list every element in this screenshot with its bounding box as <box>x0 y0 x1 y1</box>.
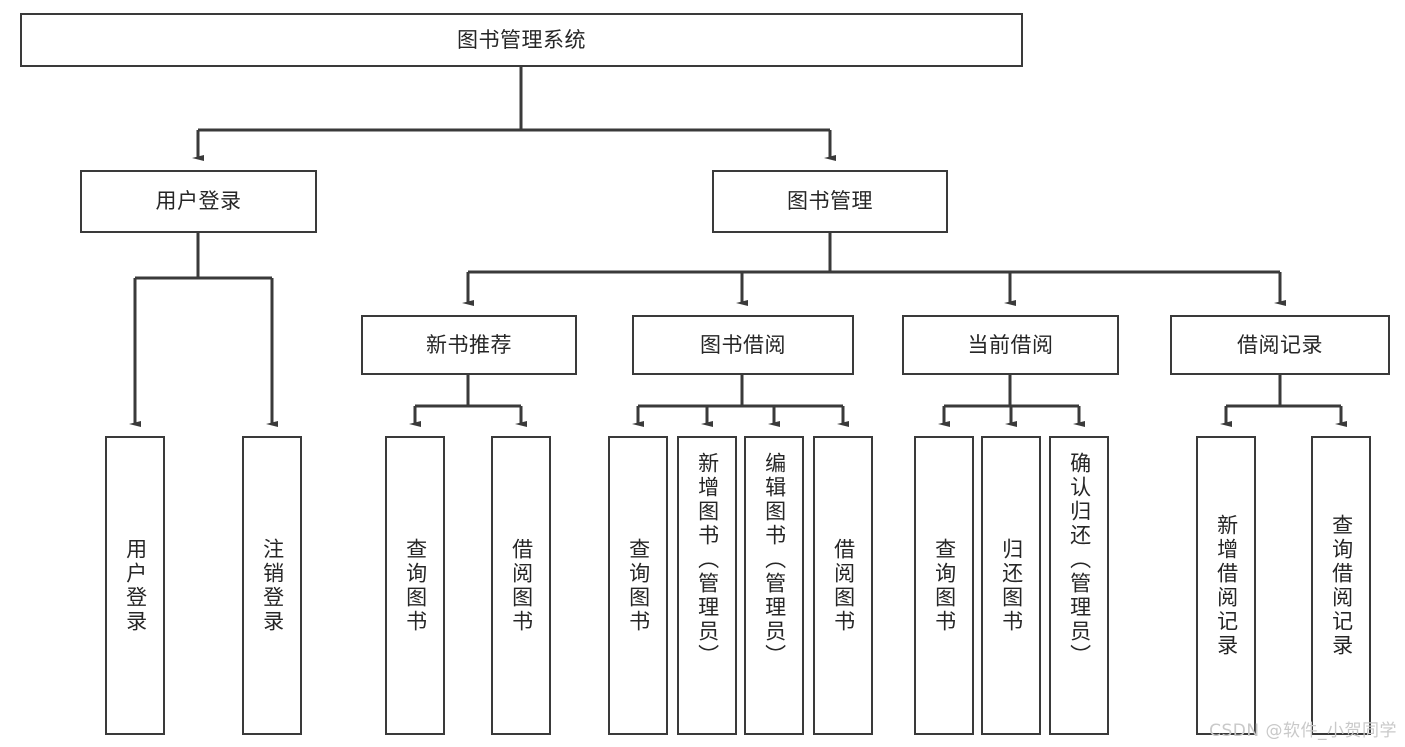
node-label: 编辑图书（管理员） <box>762 452 787 668</box>
csdn-watermark: CSDN @软件_小贺同学 <box>1209 721 1397 741</box>
node-label: 查询借阅记录 <box>1329 513 1354 658</box>
node-label: 图书管理 <box>787 189 873 214</box>
node-label: 归还图书 <box>999 537 1024 634</box>
node-label: 图书管理系统 <box>457 27 586 52</box>
node-leaf-user-login[interactable]: 用户登录 <box>105 436 165 735</box>
node-label: 新增借阅记录 <box>1214 513 1239 658</box>
node-label: 用户登录 <box>155 189 242 214</box>
node-root-system[interactable]: 图书管理系统 <box>20 13 1023 67</box>
node-label: 用户登录 <box>123 537 148 634</box>
node-label: 新增图书（管理员） <box>695 452 720 668</box>
node-label: 确认归还（管理员） <box>1067 452 1092 668</box>
node-leaf-query-book-2[interactable]: 查询图书 <box>608 436 668 735</box>
node-label: 注销登录 <box>260 537 285 634</box>
node-leaf-add-record[interactable]: 新增借阅记录 <box>1196 436 1256 735</box>
node-label: 借阅图书 <box>831 537 856 634</box>
node-leaf-add-book[interactable]: 新增图书（管理员） <box>677 436 737 735</box>
node-leaf-query-record[interactable]: 查询借阅记录 <box>1311 436 1371 735</box>
node-label: 查询图书 <box>932 537 957 634</box>
node-borrow-record[interactable]: 借阅记录 <box>1170 315 1390 375</box>
node-label: 新书推荐 <box>426 332 512 357</box>
node-leaf-borrow-book-2[interactable]: 借阅图书 <box>813 436 873 735</box>
node-label: 借阅图书 <box>509 537 534 634</box>
node-label: 当前借阅 <box>967 332 1054 357</box>
node-book-manage[interactable]: 图书管理 <box>712 170 948 233</box>
node-leaf-borrow-book-1[interactable]: 借阅图书 <box>491 436 551 735</box>
node-user-login[interactable]: 用户登录 <box>80 170 317 233</box>
node-leaf-user-logout[interactable]: 注销登录 <box>242 436 302 735</box>
node-label: 查询图书 <box>626 537 651 634</box>
node-label: 查询图书 <box>403 537 428 634</box>
node-leaf-confirm-return[interactable]: 确认归还（管理员） <box>1049 436 1109 735</box>
node-leaf-return-book[interactable]: 归还图书 <box>981 436 1041 735</box>
node-label: 借阅记录 <box>1237 332 1323 357</box>
node-leaf-query-book-3[interactable]: 查询图书 <box>914 436 974 735</box>
node-book-borrow[interactable]: 图书借阅 <box>632 315 854 375</box>
node-label: 图书借阅 <box>700 332 786 357</box>
node-new-book-rec[interactable]: 新书推荐 <box>361 315 577 375</box>
node-leaf-edit-book[interactable]: 编辑图书（管理员） <box>744 436 804 735</box>
node-current-borrow[interactable]: 当前借阅 <box>902 315 1119 375</box>
node-leaf-query-book-1[interactable]: 查询图书 <box>385 436 445 735</box>
